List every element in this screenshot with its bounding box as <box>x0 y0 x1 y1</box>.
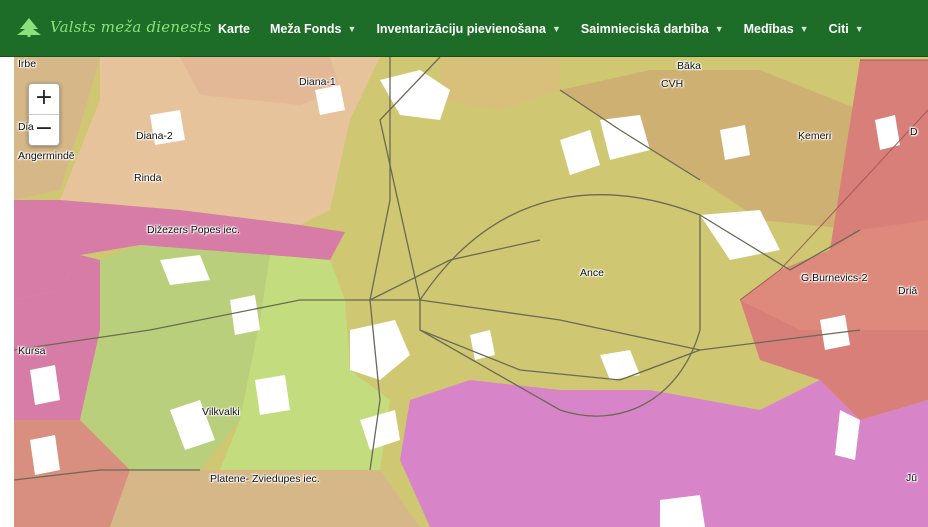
nav-inventarizaciju[interactable]: Inventarizāciju pievienošana ▼ <box>376 22 560 36</box>
nav-label: Karte <box>218 21 250 36</box>
nav-label: Saimnieciskā darbība <box>580 21 709 36</box>
region-dizezers[interactable] <box>14 200 345 300</box>
map-label: D <box>910 126 918 138</box>
map-label: Diana-1 <box>299 76 336 88</box>
region-south-east[interactable] <box>400 380 928 527</box>
nav-medibas[interactable]: Medības ▼ <box>744 22 809 36</box>
region-south[interactable] <box>110 470 420 527</box>
region-borders <box>739 59 928 301</box>
map-label: G.Burnevics-2 <box>801 272 868 284</box>
map-label: Dižezers Popes iec. <box>147 224 240 236</box>
brand-name: Valsts meža dienests <box>50 18 212 36</box>
page-margin <box>0 57 14 527</box>
nav-citi[interactable]: Citi ▼ <box>829 22 864 36</box>
caret-down-icon: ▼ <box>854 23 864 34</box>
caret-down-icon: ▼ <box>347 23 357 34</box>
brand-logo[interactable]: Valsts meža dienests <box>14 14 211 40</box>
region-diana-1[interactable] <box>180 57 340 105</box>
map-label: Driā <box>898 285 918 297</box>
map-label: Bāka <box>677 60 701 72</box>
caret-down-icon: ▼ <box>714 23 724 34</box>
map-label: Irbe <box>18 58 37 70</box>
nav-meza-fonds[interactable]: Meža Fonds ▼ <box>270 22 356 36</box>
nav-label: Inventarizāciju pievienošana <box>376 21 546 36</box>
map-label: Vilkvalki <box>202 406 240 418</box>
region-burnevics[interactable] <box>740 220 928 330</box>
roads-and-boundaries <box>14 57 861 481</box>
zoom-in-button[interactable]: + <box>34 85 54 110</box>
zoom-out-button[interactable]: − <box>29 114 59 145</box>
nav-label: Meža Fonds <box>269 21 342 36</box>
map-label: Ķemeri <box>798 130 832 142</box>
map-label: Platene- Zviedupes iec. <box>210 473 320 485</box>
tree-logo-icon <box>17 18 41 37</box>
main-nav: Karte Meža Fonds ▼ Inventarizāciju pievi… <box>218 0 884 57</box>
nav-karte[interactable]: Karte <box>218 22 250 36</box>
map-label: Kursa <box>18 345 46 357</box>
top-navbar: Valsts meža dienests Karte Meža Fonds ▼ … <box>0 0 928 57</box>
nav-label: Citi <box>828 21 849 36</box>
map-label: Ance <box>580 267 604 279</box>
map-label: Rinda <box>134 172 162 184</box>
map-label: Diana-2 <box>136 130 173 142</box>
caret-down-icon: ▼ <box>799 23 809 34</box>
map-label: Jū <box>906 472 918 484</box>
region-baka[interactable] <box>440 57 560 110</box>
map-label: CVH <box>661 78 684 90</box>
caret-down-icon: ▼ <box>551 23 561 34</box>
nav-saimnieciska[interactable]: Saimnieciskā darbība ▼ <box>581 22 724 36</box>
region-platene[interactable] <box>220 255 390 470</box>
map-label: Angermindē <box>18 150 75 162</box>
region-vilkvalki[interactable] <box>80 245 270 470</box>
map-canvas[interactable] <box>14 57 928 527</box>
zoom-control: + − <box>28 83 60 146</box>
map-view[interactable] <box>14 57 928 527</box>
map-label: Dia <box>18 121 34 133</box>
nav-label: Medības <box>743 21 794 36</box>
